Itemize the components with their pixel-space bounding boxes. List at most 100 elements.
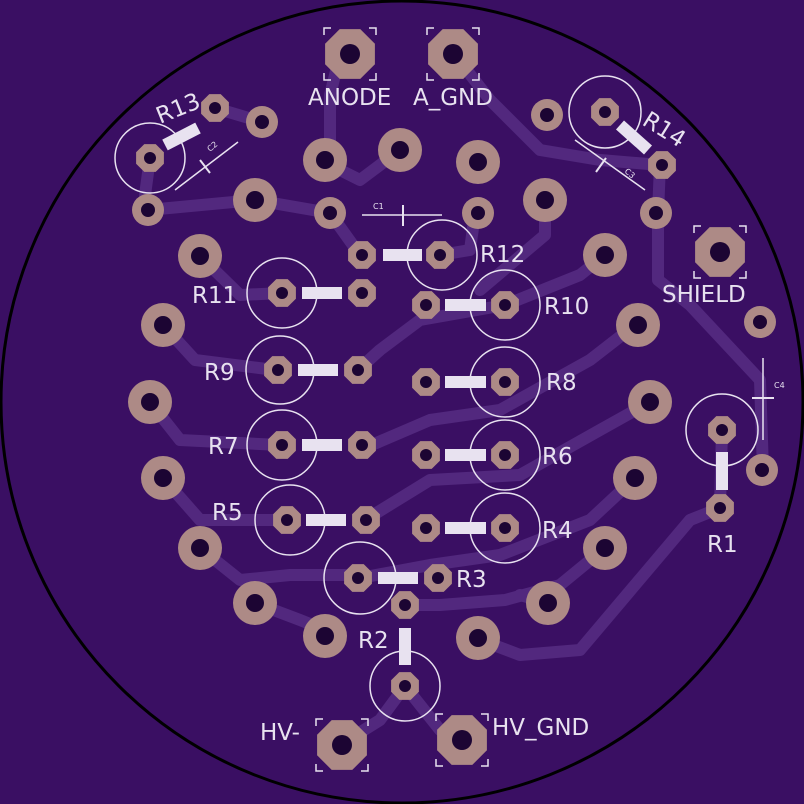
label-r5: R5 <box>212 500 243 526</box>
connector-bracket <box>315 718 323 726</box>
resistor-outline <box>114 122 186 194</box>
capacitor-mark <box>595 157 607 173</box>
pad-hole <box>536 191 554 209</box>
label-hv-gnd: HV_GND <box>492 715 589 741</box>
label-r9: R9 <box>204 360 235 386</box>
trace <box>194 542 351 586</box>
trace <box>359 396 656 526</box>
pads <box>128 29 778 770</box>
label-r10: R10 <box>544 294 589 320</box>
label-anode: ANODE <box>308 85 391 111</box>
connector-bracket <box>369 27 377 35</box>
pad-hole <box>629 316 647 334</box>
pad-hole <box>716 424 728 436</box>
trace <box>142 194 366 261</box>
connector-bracket <box>426 73 434 81</box>
pad-hole <box>714 502 726 514</box>
pad-hole <box>391 141 409 159</box>
capacitor-mark <box>199 159 211 174</box>
connector-bracket <box>472 73 480 81</box>
label-hv-minus: HV- <box>260 720 300 746</box>
resistor-body <box>162 122 201 151</box>
trace <box>469 502 726 661</box>
connector-bracket <box>739 271 747 279</box>
pad-hole <box>656 159 668 171</box>
pad-hole <box>356 439 368 451</box>
connector-bracket <box>693 271 701 279</box>
pad-hole <box>452 730 472 750</box>
pad-hole <box>539 594 557 612</box>
pad-hole <box>420 449 432 461</box>
capacitor-mark <box>174 141 239 191</box>
pad-hole <box>356 249 368 261</box>
connector-bracket <box>435 759 443 767</box>
label-r6: R6 <box>542 444 573 470</box>
pad-hole <box>753 315 767 329</box>
pad-hole <box>360 514 372 526</box>
pad-hole <box>352 364 364 376</box>
pad-hole <box>191 247 209 265</box>
pad-hole <box>420 376 432 388</box>
pad-hole <box>399 599 411 611</box>
pad-hole <box>399 680 411 692</box>
pad-hole <box>316 627 334 645</box>
trace <box>449 49 666 171</box>
pad-hole <box>316 151 334 169</box>
connector-bracket <box>361 764 369 772</box>
trace <box>399 542 611 611</box>
pad-hole <box>141 393 159 411</box>
pad-hole <box>596 246 614 264</box>
connector-bracket <box>739 225 747 233</box>
label-shield: SHIELD <box>662 282 746 308</box>
pad-hole <box>599 106 611 118</box>
pad-hole <box>540 108 554 122</box>
pad-hole <box>276 439 288 451</box>
label-r4: R4 <box>542 518 573 544</box>
connector-bracket <box>426 27 434 35</box>
connector-bracket <box>693 225 701 233</box>
pad-hole <box>154 469 172 487</box>
resistor-body <box>616 120 652 155</box>
pad-hole <box>352 572 364 584</box>
pad-hole <box>420 522 432 534</box>
pad-hole <box>499 522 511 534</box>
trace <box>352 249 611 376</box>
label-c1: C1 <box>373 202 384 211</box>
pad-hole <box>443 44 463 64</box>
silkscreen-shapes <box>114 27 774 772</box>
connector-bracket <box>315 764 323 772</box>
pad-hole <box>154 316 172 334</box>
label-r12: R12 <box>480 242 525 268</box>
connector-bracket <box>369 73 377 81</box>
pad-hole <box>469 153 487 171</box>
pad-hole <box>356 287 368 299</box>
capacitor-mark <box>574 139 646 191</box>
pad-hole <box>596 539 614 557</box>
label-r8: R8 <box>546 370 577 396</box>
pad-hole <box>626 469 644 487</box>
pad-hole <box>281 514 293 526</box>
connector-bracket <box>472 27 480 35</box>
label-r3: R3 <box>456 567 487 593</box>
pad-hole <box>332 735 352 755</box>
pad-hole <box>276 287 288 299</box>
pad-hole <box>499 449 511 461</box>
pad-hole <box>209 102 221 114</box>
connector-bracket <box>323 73 331 81</box>
pad-hole <box>641 393 659 411</box>
pad-hole <box>499 299 511 311</box>
connector-bracket <box>481 759 489 767</box>
pad-hole <box>246 594 264 612</box>
label-c4: C4 <box>774 381 785 390</box>
pad-hole <box>420 299 432 311</box>
pad-hole <box>434 249 446 261</box>
label-r11: R11 <box>192 283 237 309</box>
connector-bracket <box>435 713 443 721</box>
pad-hole <box>141 203 155 217</box>
label-r2: R2 <box>358 628 389 654</box>
pad-hole <box>649 206 663 220</box>
pad-hole <box>272 364 284 376</box>
trace <box>354 472 641 584</box>
pad-hole <box>432 572 444 584</box>
